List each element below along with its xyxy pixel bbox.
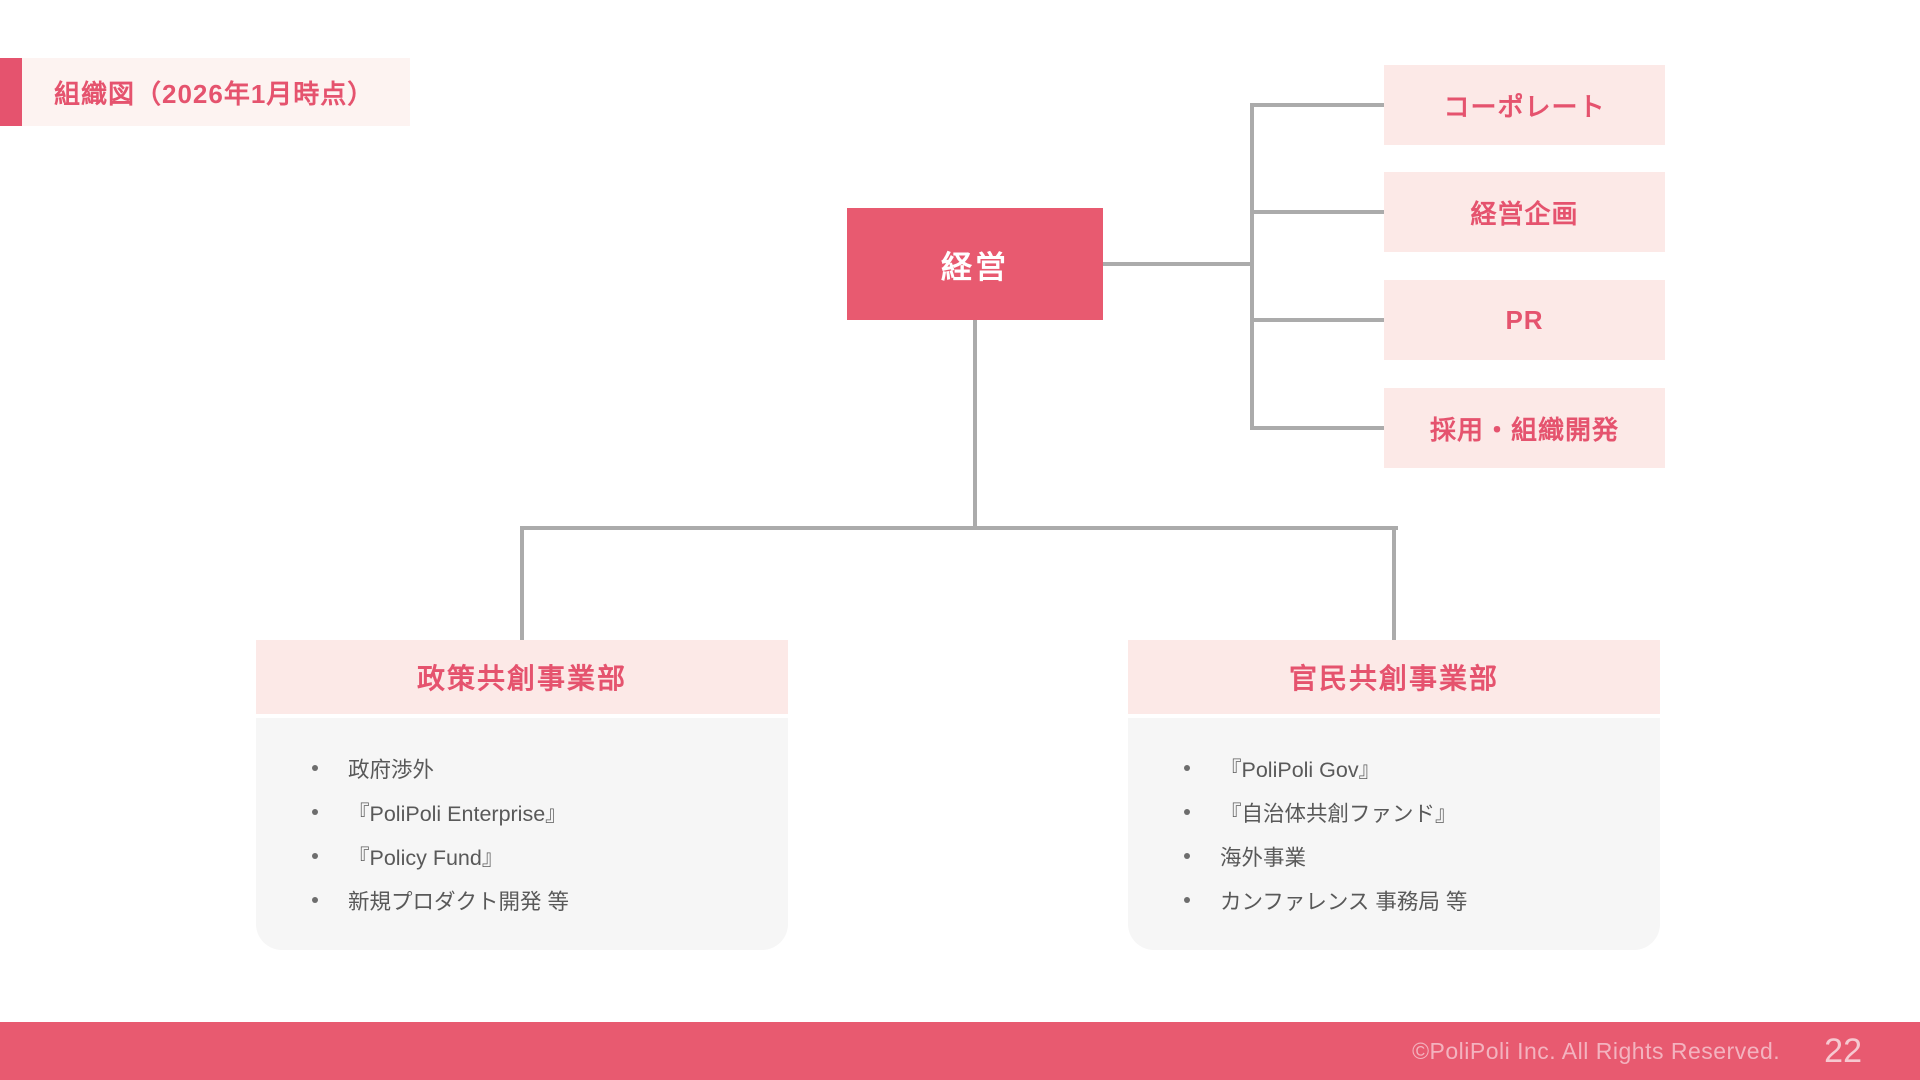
org-node-recruiting-orgdev-label: 採用・組織開発 <box>1429 414 1619 445</box>
list-item: 『自治体共創ファンド』 <box>1184 790 1660 834</box>
org-node-policy-cocreation-dept: 政策共創事業部 <box>256 640 788 714</box>
slide-title-banner: 組織図（2026年1月時点） <box>0 58 410 126</box>
list-item-label: 『PoliPoli Gov』 <box>1220 757 1381 782</box>
org-node-management-label: 経営 <box>941 249 1009 285</box>
connector-branch-corporate <box>1252 103 1384 107</box>
bullet-icon <box>1184 765 1190 771</box>
list-item-label: 新規プロダクト開発 等 <box>348 889 569 914</box>
bullet-icon <box>1184 809 1190 815</box>
list-item: 『PoliPoli Enterprise』 <box>312 790 788 834</box>
list-item-label: 海外事業 <box>1220 845 1307 870</box>
copyright-text: ©PoliPoli Inc. All Rights Reserved. <box>1412 1037 1781 1064</box>
list-item-label: 『自治体共創ファンド』 <box>1220 801 1457 826</box>
bullet-icon <box>1184 853 1190 859</box>
slide-footer: ©PoliPoli Inc. All Rights Reserved. 22 <box>0 1022 1920 1080</box>
list-item: 海外事業 <box>1184 834 1660 878</box>
bullet-icon <box>312 897 318 903</box>
connector-branch-planning <box>1252 210 1384 214</box>
connector-branch-pr <box>1252 318 1384 322</box>
list-item-label: 政府渉外 <box>348 757 435 782</box>
connector-drop-left-department <box>520 526 524 640</box>
publicprivate-cocreation-dept-items: 『PoliPoli Gov』 『自治体共創ファンド』 海外事業 カンファレンス … <box>1128 718 1660 950</box>
policy-cocreation-dept-items: 政府渉外 『PoliPoli Enterprise』 『Policy Fund』… <box>256 718 788 950</box>
org-node-recruiting-orgdev: 採用・組織開発 <box>1384 388 1665 468</box>
org-node-publicprivate-cocreation-dept: 官民共創事業部 <box>1128 640 1660 714</box>
connector-root-down <box>973 320 977 530</box>
list-item: 新規プロダクト開発 等 <box>312 878 788 922</box>
slide-title: 組織図（2026年1月時点） <box>54 78 375 109</box>
org-node-management-planning-label: 経営企画 <box>1470 198 1579 229</box>
list-item: 政府渉外 <box>312 746 788 790</box>
org-node-corporate-label: コーポレート <box>1443 91 1606 122</box>
list-item: 『PoliPoli Gov』 <box>1184 746 1660 790</box>
org-node-pr: PR <box>1384 280 1665 360</box>
bullet-icon <box>312 765 318 771</box>
bullet-icon <box>312 809 318 815</box>
policy-cocreation-dept-label: 政策共創事業部 <box>416 663 627 694</box>
org-node-corporate: コーポレート <box>1384 65 1665 145</box>
connector-drop-right-department <box>1392 526 1396 640</box>
publicprivate-cocreation-dept-label: 官民共創事業部 <box>1288 663 1499 694</box>
list-item-label: 『Policy Fund』 <box>348 845 504 870</box>
list-item: カンファレンス 事務局 等 <box>1184 878 1660 922</box>
title-accent-bar <box>0 58 22 126</box>
connector-branch-recruiting <box>1252 426 1384 430</box>
org-node-management: 経営 <box>847 208 1103 320</box>
connector-staff-stem <box>1250 103 1254 430</box>
page-number: 22 <box>1824 1031 1862 1070</box>
bullet-icon <box>1184 897 1190 903</box>
bullet-icon <box>312 853 318 859</box>
list-item-label: カンファレンス 事務局 等 <box>1220 889 1468 914</box>
connector-departments-horizontal <box>520 526 1398 530</box>
list-item: 『Policy Fund』 <box>312 834 788 878</box>
org-node-management-planning: 経営企画 <box>1384 172 1665 252</box>
connector-root-to-staff <box>1103 262 1252 266</box>
list-item-label: 『PoliPoli Enterprise』 <box>348 801 567 826</box>
org-node-pr-label: PR <box>1505 304 1544 335</box>
